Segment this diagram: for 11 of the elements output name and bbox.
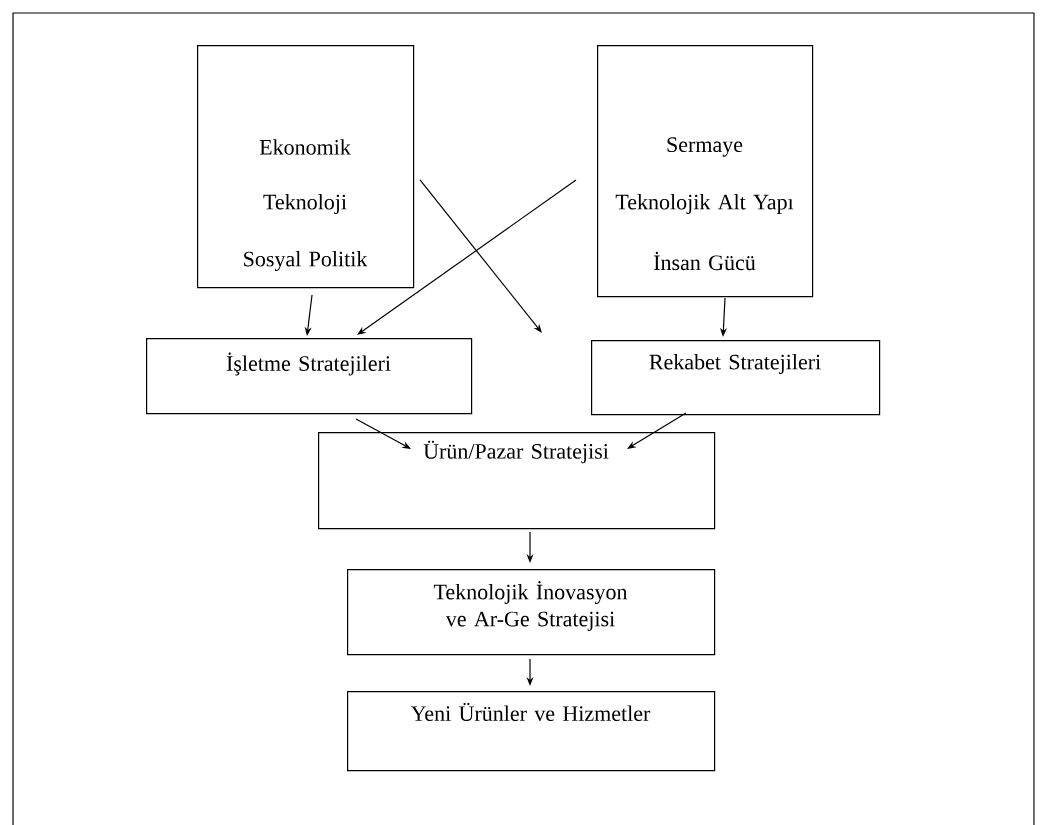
arrow: [627, 412, 687, 449]
process-box: İşletme Stratejileri: [146, 338, 473, 415]
process-box: Teknolojik İnovasyon ve Ar-Ge Stratejisi: [347, 569, 716, 656]
process-box: Sermaye Teknolojik Alt Yapı İnsan Gücü: [597, 45, 814, 298]
arrow: [419, 179, 542, 333]
arrow: [355, 418, 411, 449]
process-box: Ürün/Pazar Stratejisi: [318, 432, 716, 530]
process-box: Ekonomik Teknoloji Sosyal Politik: [197, 45, 415, 289]
arrow: [357, 179, 577, 335]
process-box: Yeni Ürünler ve Hizmetler: [347, 691, 716, 772]
process-box: Rekabet Stratejileri: [591, 340, 881, 416]
